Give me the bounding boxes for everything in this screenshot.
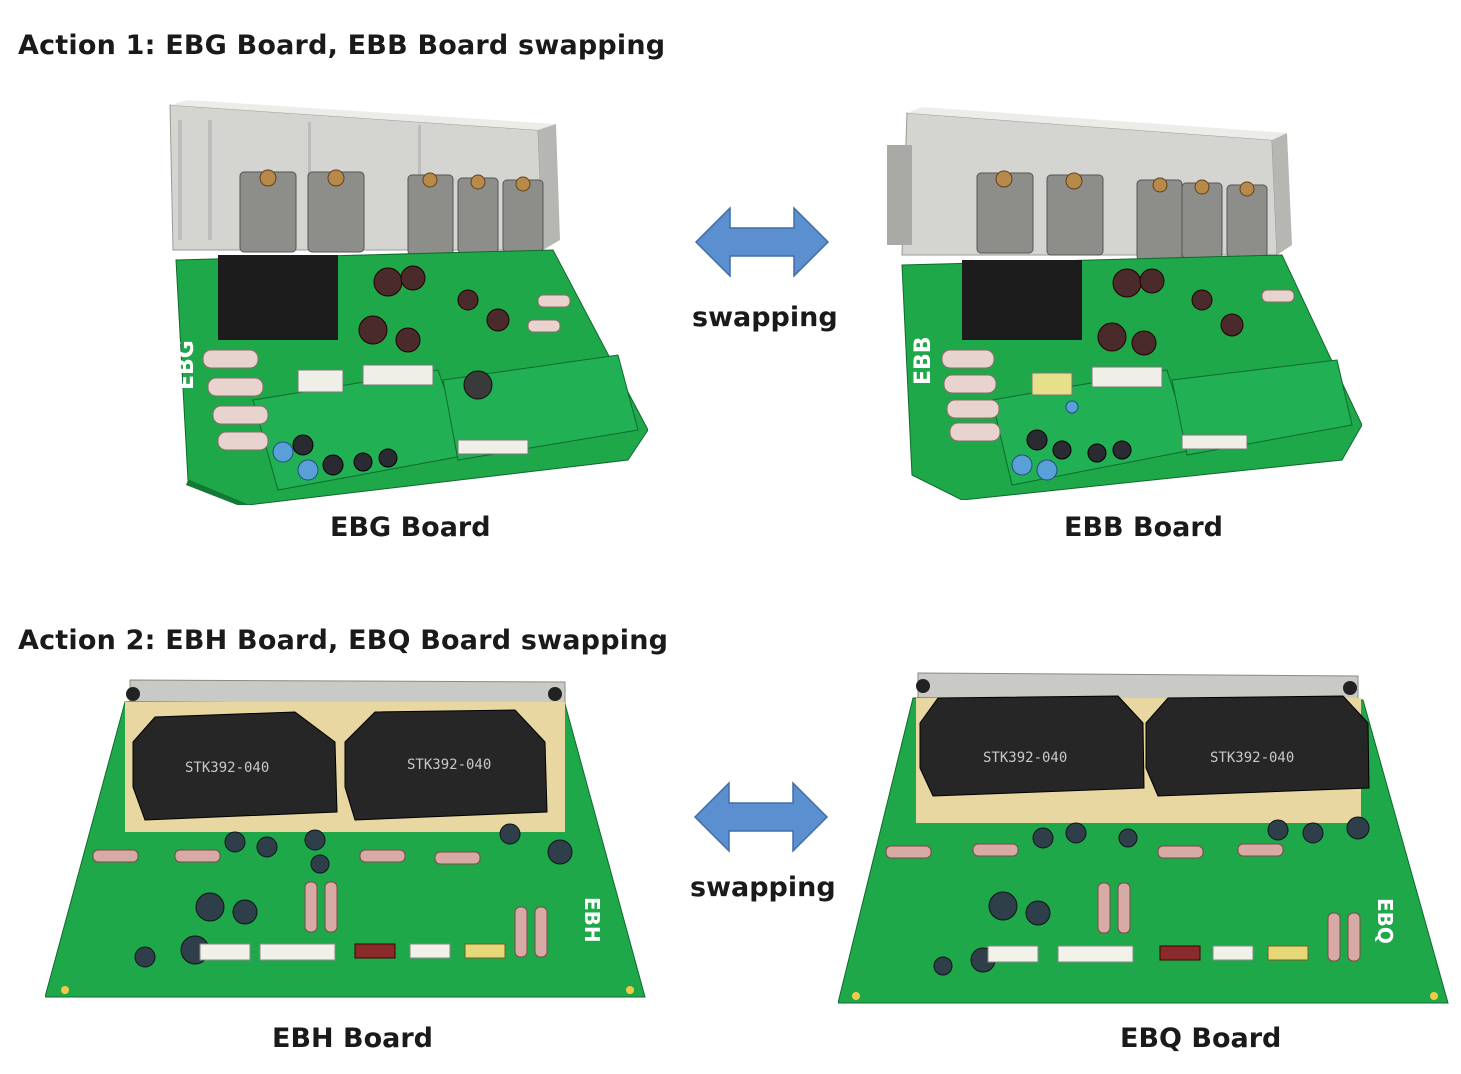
ebq-board-caption: EBQ Board: [1120, 1023, 1282, 1054]
ebq-board-photo: STK392-040 STK392-040 EBQ: [838, 672, 1449, 1004]
ebq-silkscreen: EBQ: [1373, 898, 1397, 944]
ebg-silkscreen: EBG: [174, 340, 199, 390]
action-2-heading: Action 2: EBH Board, EBQ Board swapping: [18, 625, 669, 656]
ebq-chip-1-label: STK392-040: [983, 750, 1067, 766]
ebb-silkscreen: EBB: [911, 336, 936, 385]
double-headed-arrow-icon: [693, 781, 829, 853]
ebh-board-photo: STK392-040 STK392-040 EBH: [45, 679, 646, 998]
ebg-board-photo: EBG: [169, 100, 648, 505]
swap-label-2: swapping: [690, 872, 836, 903]
ebq-chip-2-label: STK392-040: [1210, 750, 1294, 766]
ebh-silkscreen: EBH: [580, 897, 604, 943]
ebb-board-caption: EBB Board: [1064, 512, 1223, 543]
double-headed-arrow-icon: [694, 206, 830, 278]
action-1-heading: Action 1: EBG Board, EBB Board swapping: [18, 30, 666, 61]
ebh-board-caption: EBH Board: [272, 1023, 434, 1054]
ebh-chip-2-label: STK392-040: [407, 757, 491, 773]
ebh-chip-1-label: STK392-040: [185, 760, 269, 776]
swap-label-1: swapping: [692, 302, 838, 333]
ebb-board-photo: EBB: [887, 107, 1362, 500]
ebg-board-caption: EBG Board: [330, 512, 491, 543]
